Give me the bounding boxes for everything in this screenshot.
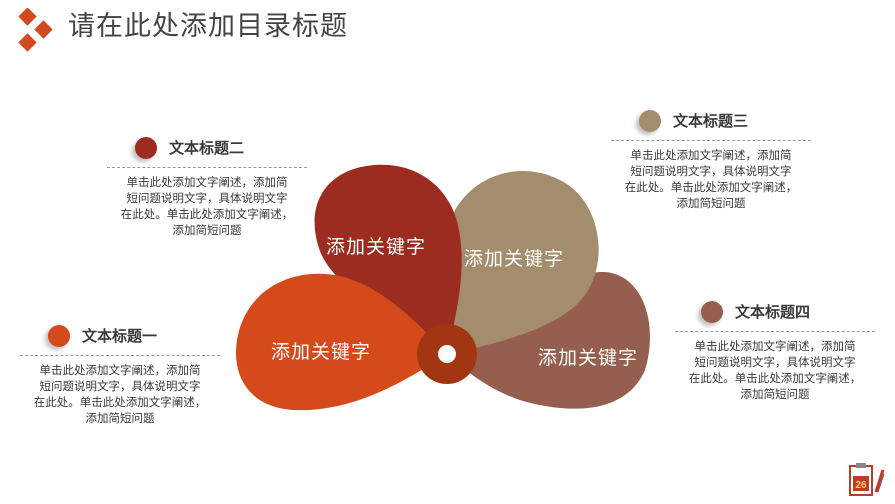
block-description: 单击此处添加文字阐述，添加简短问题说明文字，具体说明文字在此处。单击此处添加文字… [624, 148, 798, 210]
petal-2 [314, 164, 462, 354]
bullet-dot-icon [639, 110, 661, 132]
block-title: 文本标题四 [735, 303, 811, 321]
petal-3 [442, 171, 599, 354]
dashed-divider [20, 355, 220, 356]
block-description: 单击此处添加文字阐述，添加简短问题说明文字，具体说明文字在此处。单击此处添加文字… [33, 363, 207, 425]
text-block-1: 文本标题一 单击此处添加文字阐述，添加简短问题说明文字，具体说明文字在此处。单击… [20, 323, 220, 426]
bullet-dot-icon [48, 325, 70, 347]
svg-text:26: 26 [855, 480, 867, 491]
petal-4-label: 添加关键字 [538, 347, 639, 369]
block-title: 文本标题二 [169, 139, 245, 157]
calendar-icon: 26 [849, 463, 885, 496]
dashed-divider [675, 331, 875, 332]
petal-2-label: 添加关键字 [326, 236, 427, 258]
page-title: 请在此处添加目录标题 [68, 11, 348, 42]
dashed-divider [107, 167, 307, 168]
text-block-2: 文本标题二 单击此处添加文字阐述，添加简短问题说明文字，具体说明文字在此处。单击… [107, 135, 307, 238]
block-title: 文本标题一 [82, 327, 158, 345]
bullet-dot-icon [135, 137, 157, 159]
petal-4 [447, 271, 650, 409]
petal-3-label: 添加关键字 [464, 248, 565, 270]
center-hole [438, 345, 456, 363]
block-description: 单击此处添加文字阐述，添加简短问题说明文字，具体说明文字在此处。单击此处添加文字… [120, 175, 294, 237]
block-description: 单击此处添加文字阐述，添加简短问题说明文字，具体说明文字在此处。单击此处添加文字… [688, 339, 862, 401]
diamond-logo-icon [18, 8, 53, 52]
bullet-dot-icon [701, 301, 723, 323]
petal-1-label: 添加关键字 [271, 341, 372, 363]
dashed-divider [611, 140, 811, 141]
text-block-4: 文本标题四 单击此处添加文字阐述，添加简短问题说明文字，具体说明文字在此处。单击… [675, 299, 875, 402]
text-block-3: 文本标题三 单击此处添加文字阐述，添加简短问题说明文字，具体说明文字在此处。单击… [611, 108, 811, 211]
block-title: 文本标题三 [673, 112, 749, 130]
petal-1 [235, 273, 447, 411]
